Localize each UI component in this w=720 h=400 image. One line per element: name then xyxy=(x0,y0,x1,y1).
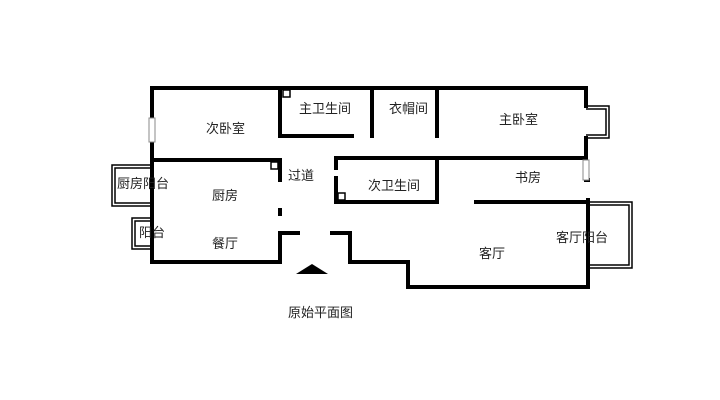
room-label-study: 书房 xyxy=(515,170,541,186)
entrance-arrow-icon xyxy=(296,264,328,274)
room-label-kitchen-balcony: 厨房阳台 xyxy=(117,176,169,192)
room-label-cloakroom: 衣帽间 xyxy=(389,101,428,117)
small-balcony-outline xyxy=(131,217,152,250)
room-label-living: 客厅 xyxy=(479,246,505,262)
room-label-balcony: 阳台 xyxy=(139,226,165,241)
room-label-second-bath: 次卫生间 xyxy=(368,178,420,194)
room-label-kitchen: 厨房 xyxy=(212,188,238,204)
room-label-master-bedroom: 主卧室 xyxy=(499,112,538,128)
room-label-dining: 餐厅 xyxy=(212,236,238,252)
room-label-second-bedroom: 次卧室 xyxy=(206,121,245,137)
living-balcony-outline xyxy=(588,201,633,269)
room-label-living-balcony: 客厅阳台 xyxy=(556,230,608,246)
windows xyxy=(148,117,590,181)
kitchen-balcony-outline xyxy=(111,164,152,207)
bay-window-outline xyxy=(586,105,610,139)
interior-walls xyxy=(150,86,588,216)
shaft-markers xyxy=(270,89,346,201)
room-label-master-bath: 主卫生间 xyxy=(299,102,351,117)
room-label-corridor: 过道 xyxy=(288,169,314,184)
plan-caption: 原始平面图 xyxy=(288,306,353,321)
outer-walls xyxy=(150,86,590,289)
